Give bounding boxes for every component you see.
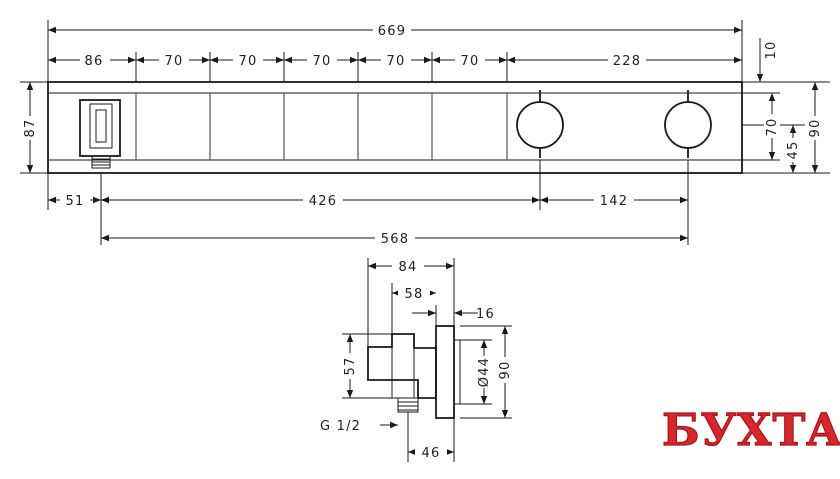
- hose-holder-icon: [79, 99, 121, 169]
- dim-overall-width: 669: [378, 24, 406, 39]
- panel-outline: [47, 81, 743, 174]
- panel-inner-band: [47, 92, 743, 161]
- dim-span-right: 142: [600, 194, 628, 209]
- flow-knob-icon: [664, 90, 712, 158]
- dim-plate: 16: [476, 307, 495, 322]
- dim-height-center: 45: [786, 141, 801, 160]
- dim-offset-outlet: 46: [422, 446, 441, 461]
- dim-height-body: 57: [343, 357, 358, 376]
- dim-span-middle: 426: [309, 194, 337, 209]
- dim-offset-left: 51: [66, 194, 85, 209]
- dim-height-inner: 70: [765, 118, 780, 137]
- dim-seg-button: 70: [387, 54, 406, 69]
- dim-top-offset: 10: [764, 41, 779, 60]
- dim-seg-first: 86: [85, 54, 104, 69]
- dim-span-total: 568: [381, 232, 409, 247]
- valve-body: [367, 333, 437, 399]
- dimension-lines: [26, 26, 819, 242]
- dim-height-left: 87: [23, 119, 38, 138]
- extension-lines: [20, 20, 830, 245]
- temperature-knob-icon: [516, 90, 564, 158]
- dim-depth-total: 84: [399, 260, 418, 275]
- dim-height-total: 90: [808, 119, 823, 138]
- dim-seg-button: 70: [313, 54, 332, 69]
- dim-diameter: Ø44: [477, 357, 492, 387]
- thermostat-panel: [47, 81, 743, 174]
- dim-seg-button: 70: [165, 54, 184, 69]
- dim-seg-right: 228: [613, 54, 641, 69]
- watermark-logo: БУХТА: [662, 405, 840, 456]
- dim-depth-body: 58: [405, 287, 424, 302]
- side-dimension-labels: 84 58 16 57 Ø44 90 G 1/2 46: [320, 257, 513, 461]
- side-view-body: [367, 325, 461, 419]
- wall-plate: [435, 325, 455, 419]
- dim-thread: G 1/2: [320, 419, 361, 434]
- dim-seg-button: 70: [239, 54, 258, 69]
- dim-seg-button: 70: [461, 54, 480, 69]
- dim-height-plate: 90: [498, 361, 513, 380]
- thread-outlet-icon: [397, 397, 419, 413]
- dimension-labels: 669 86 70 70 70 70 70 228 10 87 70 45 90…: [21, 21, 823, 247]
